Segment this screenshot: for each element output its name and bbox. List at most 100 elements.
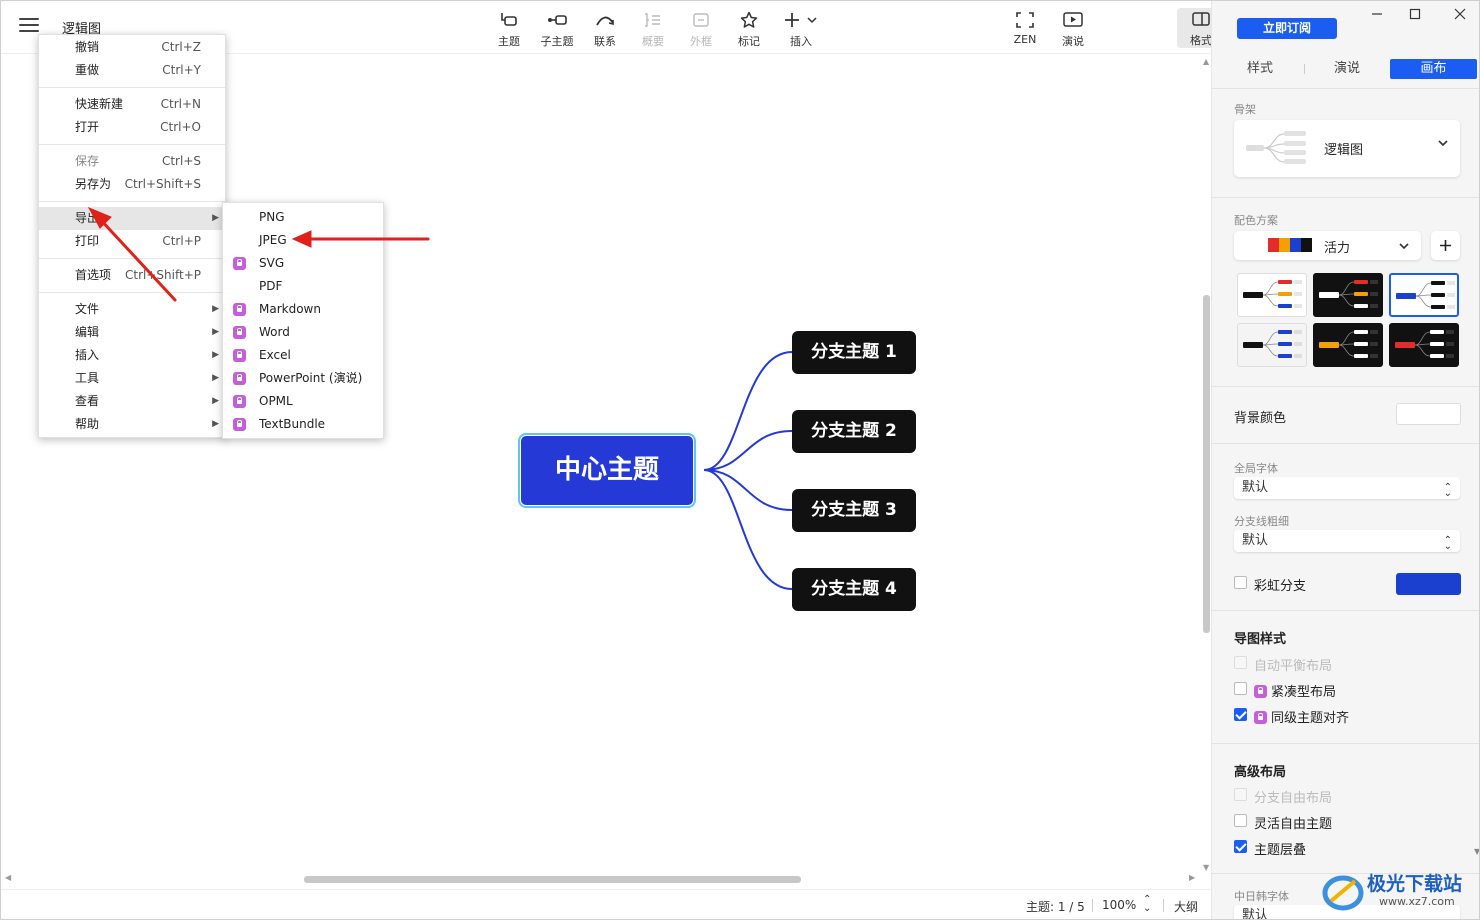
menu-tools[interactable]: 工具▶	[39, 367, 225, 390]
horizontal-scroll-thumb[interactable]	[304, 876, 801, 883]
branch-width-select[interactable]: 默认 ⌃ ⌄	[1234, 530, 1460, 552]
export-textbundle[interactable]: TextBundle	[223, 413, 383, 436]
minimize-icon[interactable]	[1362, 5, 1392, 23]
zoom-level[interactable]: 100%	[1102, 898, 1137, 912]
summary-button[interactable]: 概要	[629, 9, 677, 49]
relation-button[interactable]: 联系	[581, 9, 629, 49]
floating-topic-checkbox[interactable]	[1234, 814, 1247, 827]
export-markdown[interactable]: Markdown	[223, 298, 383, 321]
horizontal-scrollbar[interactable]: ◀ ▶	[5, 873, 1196, 883]
export-pdf[interactable]: PDF	[259, 279, 283, 293]
theme-tile-6[interactable]	[1389, 323, 1459, 367]
chevron-right-icon: ▶	[212, 327, 219, 337]
export-svg[interactable]: SVG	[223, 252, 383, 275]
theme-tile-1[interactable]	[1237, 273, 1307, 317]
topic-overlap-checkbox[interactable]	[1234, 840, 1247, 853]
branch-width-label: 分支线粗细	[1234, 515, 1289, 528]
export-jpeg[interactable]: JPEG	[259, 233, 287, 247]
vertical-scroll-thumb[interactable]	[1203, 295, 1210, 633]
export-powerpoint[interactable]: PowerPoint (演说)	[223, 367, 383, 390]
cjk-font-label: 中日韩字体	[1234, 890, 1289, 903]
topic-button[interactable]: 主题	[485, 9, 533, 49]
theme-tile-5[interactable]	[1313, 323, 1383, 367]
insert-button[interactable]: 插入	[777, 9, 825, 49]
theme-tile-2[interactable]	[1313, 273, 1383, 317]
aurora-logo-icon	[1322, 875, 1364, 911]
auto-balance-label: 自动平衡布局	[1254, 659, 1333, 674]
chevron-right-icon: ▶	[212, 304, 219, 314]
tab-present[interactable]: 演说	[1333, 61, 1360, 76]
background-color-picker[interactable]	[1396, 403, 1461, 425]
outline-button[interactable]: 大纲	[1174, 900, 1199, 914]
menu-view[interactable]: 查看▶	[39, 390, 225, 413]
menu-file[interactable]: 文件▶	[39, 298, 225, 321]
lock-icon	[233, 326, 246, 339]
panel-icon	[1177, 8, 1225, 30]
export-word[interactable]: Word	[223, 321, 383, 344]
compact-layout-checkbox[interactable]	[1234, 682, 1247, 695]
branch-topic-4[interactable]: 分支主题 4	[792, 568, 916, 611]
export-opml[interactable]: OPML	[223, 390, 383, 413]
rainbow-branch-label: 彩虹分支	[1254, 579, 1307, 594]
skeleton-selector[interactable]: 逻辑图	[1234, 120, 1460, 177]
chevron-right-icon: ▶	[212, 396, 219, 406]
theme-tile-3[interactable]	[1389, 273, 1459, 317]
rainbow-branch-checkbox[interactable]	[1234, 576, 1247, 589]
align-siblings-checkbox[interactable]	[1234, 708, 1247, 721]
chevron-right-icon: ▶	[212, 373, 219, 383]
menu-icon[interactable]	[19, 18, 39, 34]
connector-2	[703, 430, 793, 471]
compact-layout-label: 紧凑型布局	[1254, 681, 1336, 700]
maximize-icon[interactable]	[1400, 5, 1430, 23]
close-icon[interactable]	[1445, 5, 1475, 23]
zen-button[interactable]: ZEN	[1001, 9, 1049, 46]
central-topic[interactable]: 中心主题	[518, 433, 696, 508]
menu-edit[interactable]: 编辑▶	[39, 321, 225, 344]
auto-balance-checkbox[interactable]	[1234, 656, 1247, 669]
color-scheme-label: 配色方案	[1234, 214, 1278, 227]
topic-overlap-label: 主题层叠	[1254, 843, 1307, 858]
chevron-right-icon: ▶	[212, 350, 219, 360]
zoom-stepper-icon[interactable]: ⌃⌄	[1143, 894, 1152, 914]
marker-button[interactable]: 标记	[725, 9, 773, 49]
connector-3	[703, 469, 793, 511]
branch-topic-2[interactable]: 分支主题 2	[792, 410, 916, 453]
map-style-label: 导图样式	[1234, 632, 1287, 647]
tab-canvas[interactable]: 画布	[1390, 59, 1477, 79]
play-icon	[1049, 9, 1097, 31]
subscribe-button[interactable]: 立即订阅	[1237, 18, 1337, 39]
add-scheme-button[interactable]	[1431, 231, 1460, 260]
theme-tile-4[interactable]	[1237, 323, 1307, 367]
global-font-select[interactable]: 默认 ⌃ ⌄	[1234, 477, 1460, 499]
updown-icon: ⌃	[1443, 535, 1452, 546]
fullscreen-icon	[1001, 9, 1049, 31]
branch-topic-1[interactable]: 分支主题 1	[792, 331, 916, 374]
free-branch-checkbox[interactable]	[1234, 788, 1247, 801]
annotation-arrows	[87, 207, 430, 302]
present-button[interactable]: 演说	[1049, 9, 1097, 49]
branch-topic-3[interactable]: 分支主题 3	[792, 489, 916, 532]
export-excel[interactable]: Excel	[223, 344, 383, 367]
rainbow-color-picker[interactable]	[1396, 573, 1461, 595]
lock-icon	[233, 418, 246, 431]
color-scheme-selector[interactable]: 活力	[1234, 231, 1421, 260]
export-png[interactable]: PNG	[259, 210, 285, 224]
menu-insert[interactable]: 插入▶	[39, 344, 225, 367]
menu-help[interactable]: 帮助▶	[39, 413, 225, 436]
chevron-right-icon: ▶	[212, 419, 219, 429]
vertical-scrollbar[interactable]: ▲ ▼	[1203, 57, 1210, 872]
subtopic-button[interactable]: 子主题	[533, 9, 581, 49]
boundary-button[interactable]: 外框	[677, 9, 725, 49]
lock-icon	[233, 303, 246, 316]
tab-style[interactable]: 样式	[1246, 61, 1273, 76]
cjk-font-select[interactable]: 默认	[1234, 905, 1460, 919]
panel-scroll-down-icon[interactable]: ▼	[1474, 847, 1480, 856]
